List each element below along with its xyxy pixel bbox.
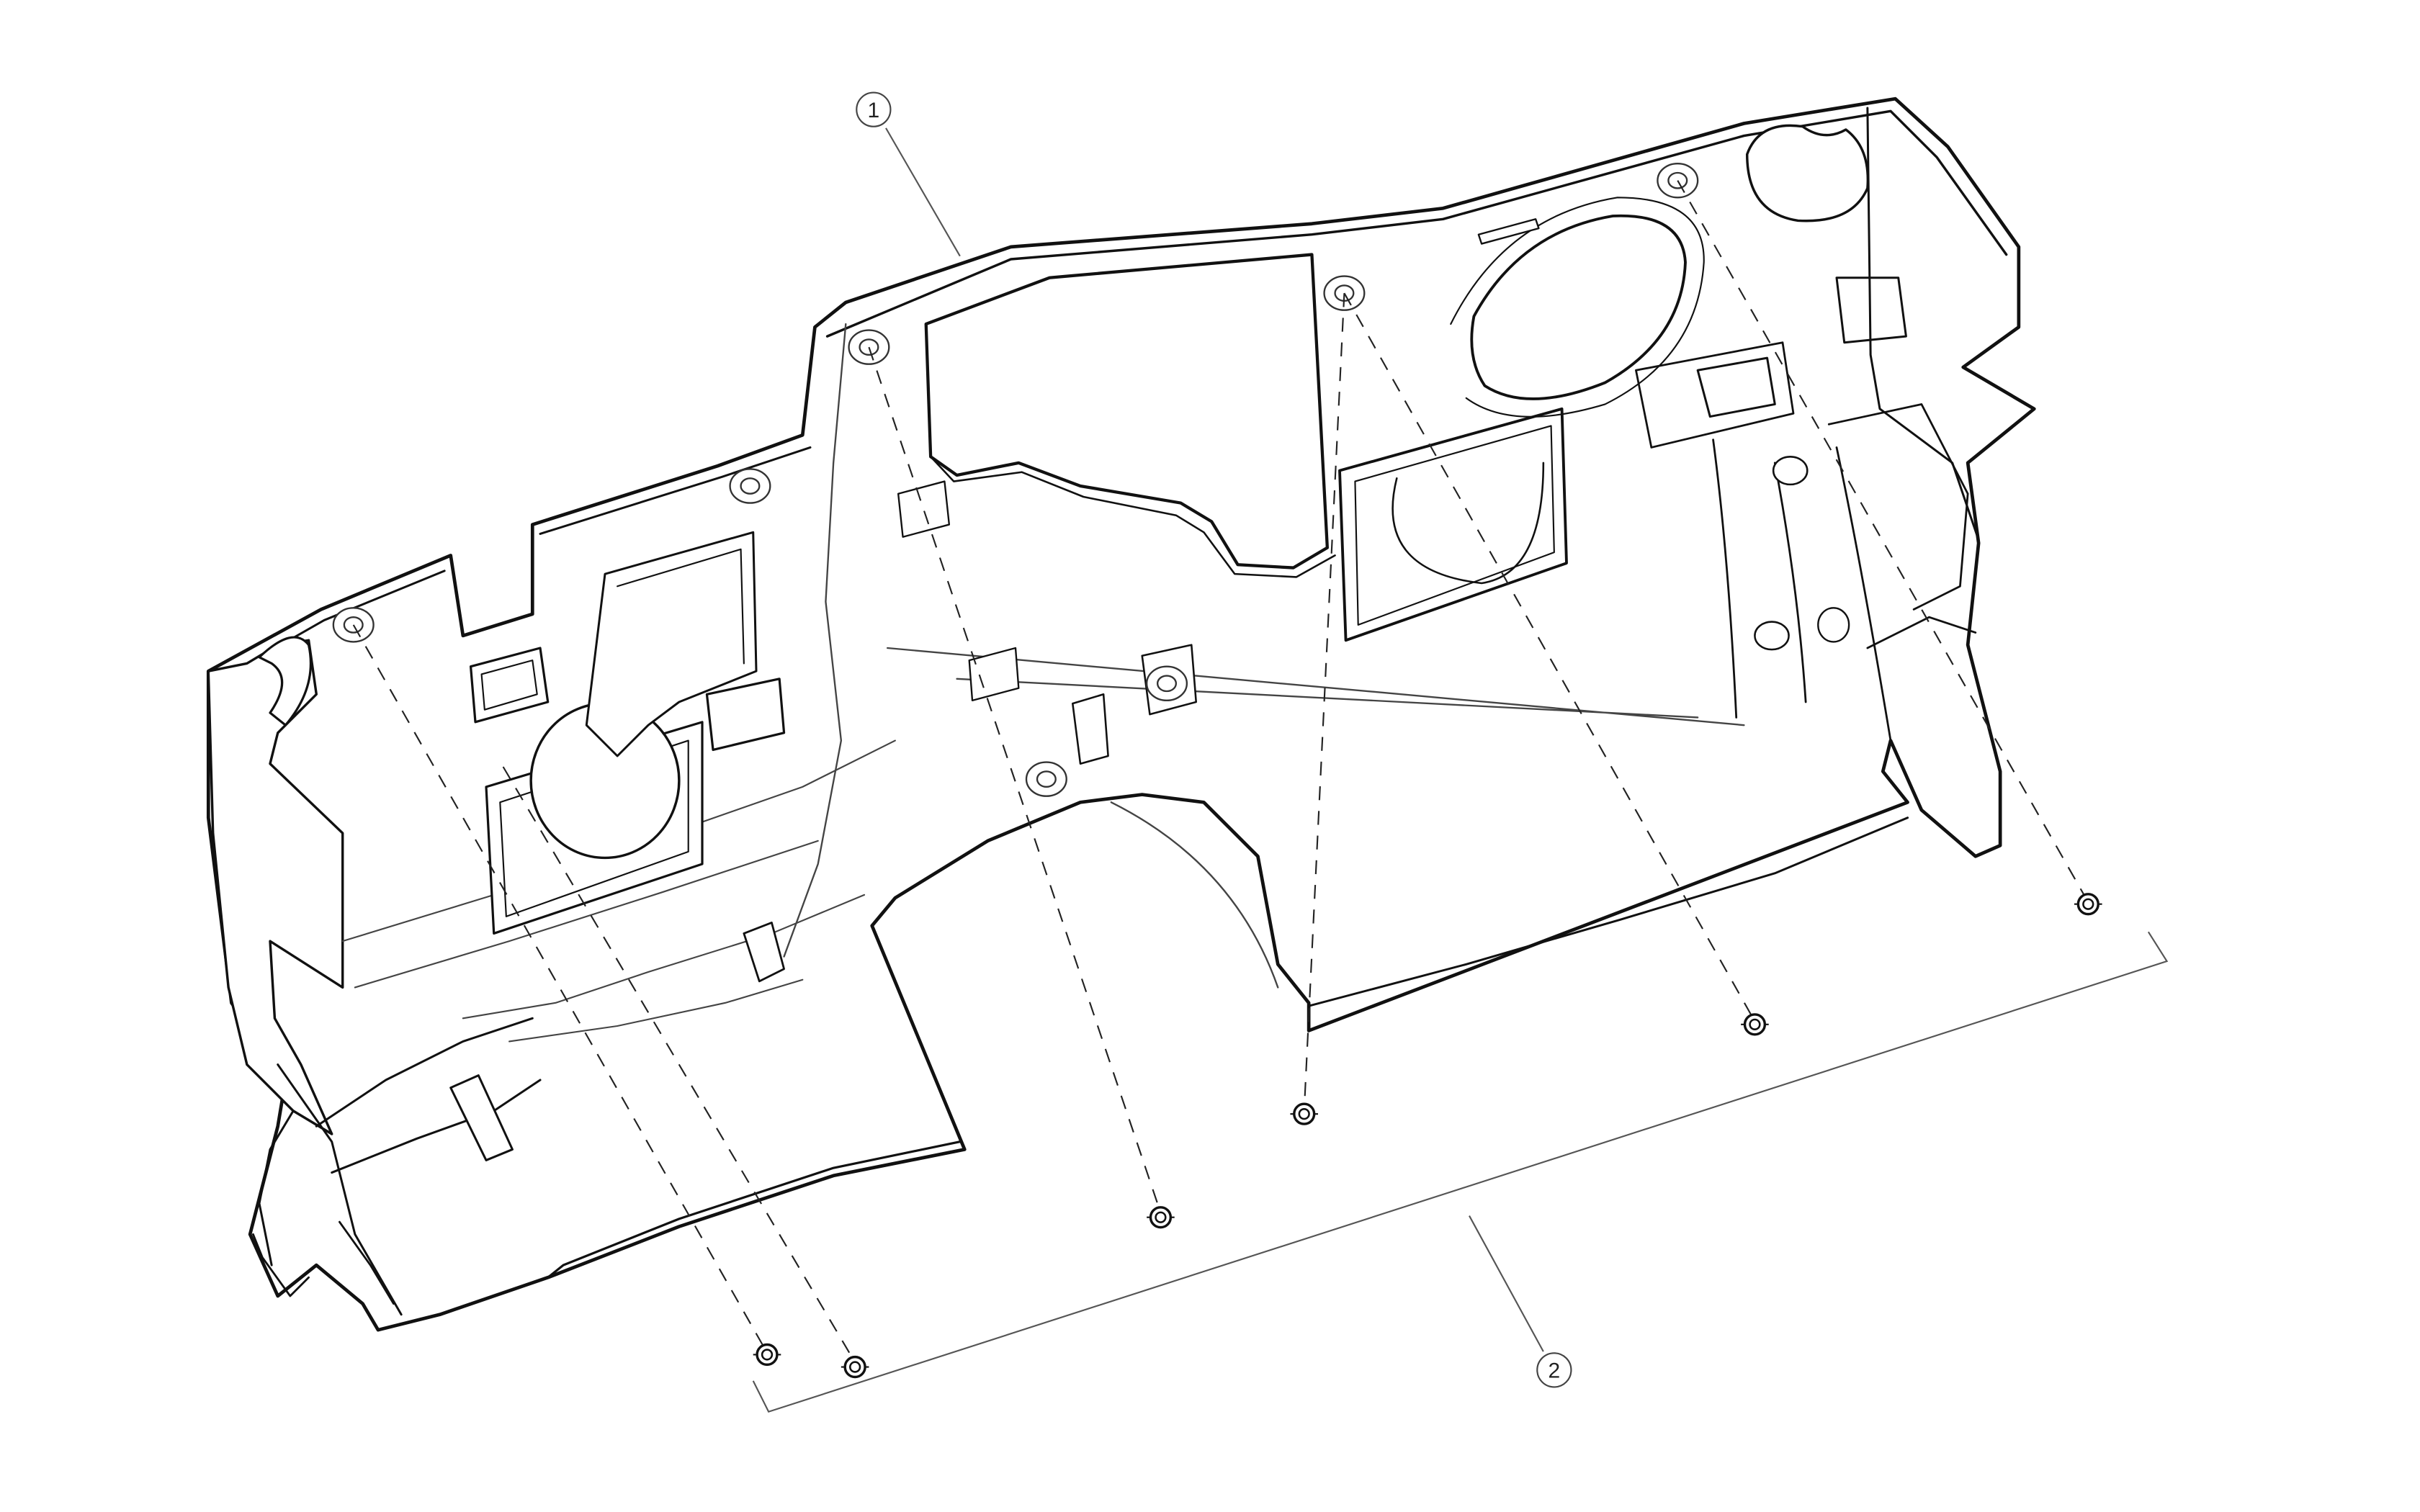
right-frame-inner — [1354, 425, 1555, 626]
clip-fastener — [1145, 1206, 1176, 1229]
right-bracket — [1635, 341, 1969, 611]
center-cover-edge — [929, 455, 1336, 578]
clip-fastener — [840, 1355, 871, 1379]
left-slot-inner — [480, 660, 538, 711]
right-wall — [1696, 107, 1980, 541]
callout-1-label: 1 — [868, 99, 880, 122]
lower-left-tab — [449, 1074, 514, 1161]
top-right-opening — [1746, 124, 1870, 222]
floor-square-1 — [897, 480, 951, 538]
clip-fastener — [2073, 893, 2104, 916]
right-hole-lower — [1754, 621, 1790, 651]
callout-2-circle — [1536, 1352, 1572, 1388]
right-shelf — [1307, 801, 1909, 1032]
center-floor — [783, 323, 1745, 989]
fastener-group-bracket — [752, 931, 2169, 1413]
left-side-cutout — [258, 636, 312, 726]
oval-opening — [1470, 214, 1687, 400]
callout-2: 2 — [1469, 1215, 1572, 1388]
left-slot — [469, 647, 550, 724]
right-lower-curve — [1712, 438, 1977, 742]
floor-square-2 — [968, 647, 1020, 702]
oval-opening-ring — [1450, 197, 1705, 418]
center-cover — [924, 253, 1329, 570]
callout-1: 1 — [856, 91, 961, 257]
right-frame — [1338, 407, 1568, 642]
lower-bracket — [252, 1220, 395, 1305]
upper-slot — [1477, 218, 1540, 245]
floor-tab-1 — [1072, 693, 1109, 765]
left-upper-pocket-inner — [617, 548, 745, 665]
assembly-centerlines — [352, 180, 2088, 1363]
clip-fastener — [1739, 1013, 1770, 1036]
clip-fastener — [751, 1343, 783, 1367]
right-hole-lower-2 — [1817, 607, 1850, 643]
right-slot — [705, 678, 786, 752]
callout-2-leader — [1469, 1215, 1544, 1352]
left-upper-pocket — [585, 531, 758, 757]
lower-tab — [743, 922, 785, 983]
lower-left-flange — [547, 1140, 962, 1279]
callout-1-leader — [885, 127, 961, 257]
dash-insulator-panel — [206, 96, 2036, 1332]
right-hole-upper — [1772, 456, 1809, 486]
callout-2-label: 2 — [1549, 1359, 1561, 1383]
top-flange — [825, 109, 2008, 338]
right-frame-arc — [1392, 462, 1545, 585]
clip-fastener — [1289, 1102, 1319, 1125]
callout-1-circle — [856, 91, 892, 127]
lower-left-duct — [258, 1017, 542, 1316]
